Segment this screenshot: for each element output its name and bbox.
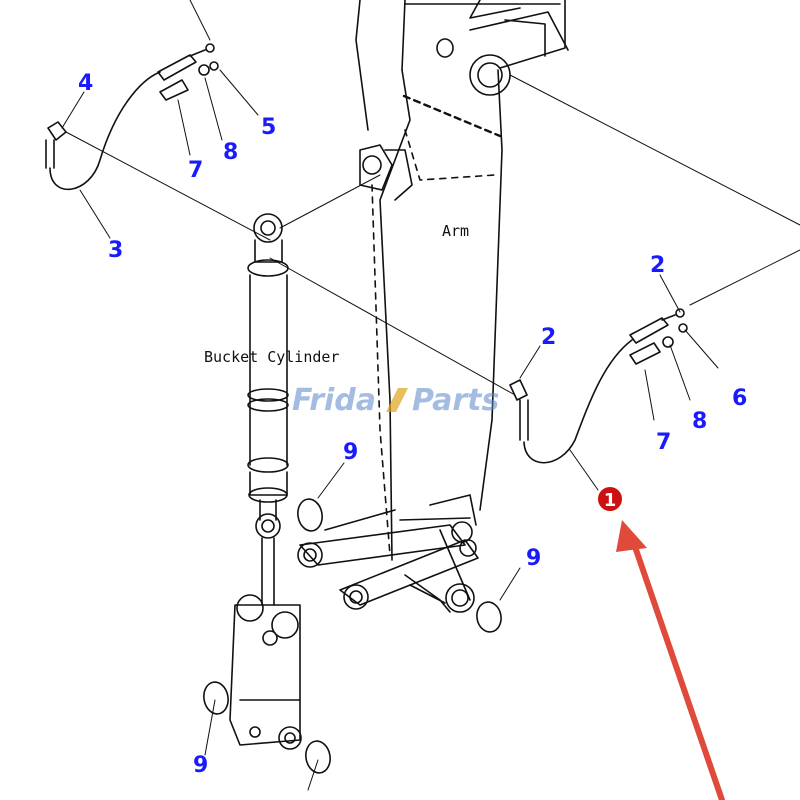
part-1-badge-text: 1 xyxy=(604,490,617,511)
callout-9-lower: 9 xyxy=(193,753,208,778)
callout-9-right: 9 xyxy=(526,546,541,571)
watermark-text-1: Frida xyxy=(292,383,376,418)
callout-7-right: 7 xyxy=(656,430,671,455)
callout-3: 3 xyxy=(108,238,123,263)
callout-6: 6 xyxy=(732,386,747,411)
callout-8-right: 8 xyxy=(692,409,707,434)
highlight-part-1: 1 xyxy=(596,485,725,800)
watermark-logo: Frida Parts xyxy=(292,383,499,418)
shim-9b xyxy=(476,601,502,633)
callout-5: 5 xyxy=(261,115,276,140)
callout-2-middle: 2 xyxy=(541,325,556,350)
callout-4: 4 xyxy=(78,71,93,96)
leader-lines xyxy=(61,0,800,791)
shim-9d xyxy=(305,740,331,774)
bucket-links xyxy=(229,509,479,750)
callout-2-right: 2 xyxy=(650,253,665,278)
part-1-badge xyxy=(596,485,624,513)
bucket-cylinder-label: Bucket Cylinder xyxy=(204,348,339,366)
arm-label: Arm xyxy=(442,222,469,240)
part-1-arrow-head-icon xyxy=(616,520,647,552)
grease-hose-right xyxy=(509,308,688,464)
shim-9c xyxy=(203,681,229,715)
arm-structure xyxy=(355,0,569,613)
callout-8-left: 8 xyxy=(223,140,238,165)
watermark-slash-icon xyxy=(386,388,408,412)
callout-9-upper: 9 xyxy=(343,440,358,465)
part-1-arrow-shaft xyxy=(629,535,725,800)
bucket-cylinder xyxy=(247,213,289,606)
watermark-text-2: Parts xyxy=(412,383,499,418)
shims xyxy=(203,498,502,774)
callout-7-left: 7 xyxy=(188,158,203,183)
callout-numbers: 4 5 7 8 3 2 2 6 7 8 9 9 9 xyxy=(78,71,747,778)
shim-9a xyxy=(297,498,323,532)
